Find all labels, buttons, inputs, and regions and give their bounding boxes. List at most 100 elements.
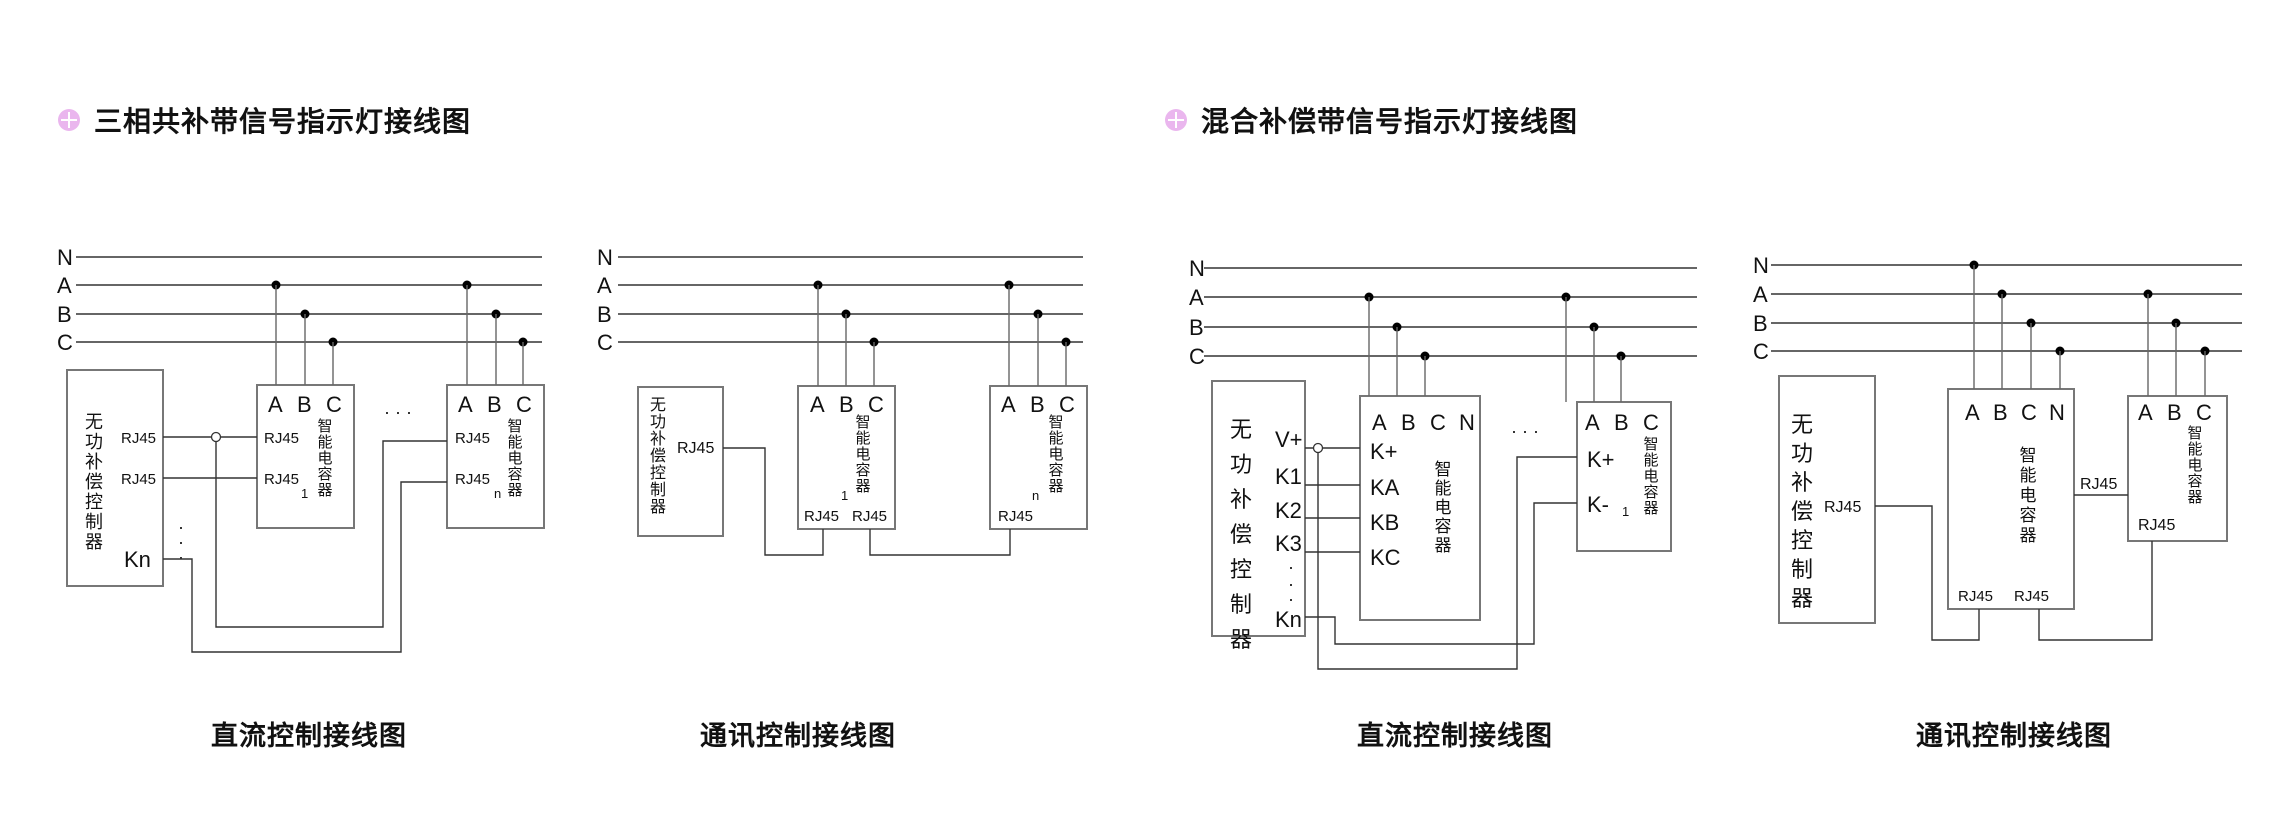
capacitor-phase-A: A xyxy=(1001,392,1016,417)
vertical-label-char: 控 xyxy=(1791,529,1813,554)
vertical-label-char: 控 xyxy=(85,492,103,513)
capacitor-phase-C: C xyxy=(2196,400,2212,425)
ellipsis-dot: · xyxy=(1288,574,1294,594)
plus-circle-bullet-icon xyxy=(58,109,80,131)
vertical-label-char: 智 xyxy=(317,417,332,435)
controller-port-rj45: RJ45 xyxy=(1824,499,1861,516)
vertical-label-char: 电 xyxy=(855,445,870,463)
rj45-wire xyxy=(2038,541,2153,641)
vertical-label-char: 容 xyxy=(2187,472,2202,490)
vertical-label-char: 电 xyxy=(507,449,522,467)
section-title-text: 混合补偿带信号指示灯接线图 xyxy=(1201,105,1579,138)
capacitor-port-rj45: RJ45 xyxy=(2014,588,2049,605)
crossover-node xyxy=(1312,442,1324,454)
vertical-label-char: 偿 xyxy=(1230,523,1252,548)
vertical-label-char: 智 xyxy=(1048,413,1063,431)
capacitor-phase-B: B xyxy=(1993,400,2008,425)
capacitor-index: 1 xyxy=(841,488,848,503)
capacitor-phase-B: B xyxy=(2167,400,2182,425)
rj45-wire xyxy=(1875,505,1980,641)
rj45-wire xyxy=(869,529,1011,556)
controller-port-k2: K2 xyxy=(1275,498,1302,523)
capacitor-1-box xyxy=(1359,395,1481,621)
controller-port-rj45: RJ45 xyxy=(121,430,156,447)
vertical-label-char: 功 xyxy=(85,432,103,453)
vertical-label-char: 无 xyxy=(85,412,103,433)
capacitor-port-rj45: RJ45 xyxy=(998,508,1033,525)
capacitor-port-KB: KB xyxy=(1370,510,1399,535)
bus-label-N: N xyxy=(597,245,613,270)
bus-label-N: N xyxy=(1189,256,1205,281)
vertical-label-char: 器 xyxy=(2187,488,2202,506)
caption-dc-control-1: 直流控制接线图 xyxy=(211,721,407,752)
vertical-label-char: 电 xyxy=(1643,467,1658,485)
vertical-label-char: 器 xyxy=(1791,587,1813,612)
section-title-three-phase: 三相共补带信号指示灯接线图 xyxy=(58,100,471,140)
bus-label-A: A xyxy=(1189,285,1204,310)
ellipsis-dot: · xyxy=(1288,589,1294,609)
controller-port-rj45: RJ45 xyxy=(677,440,714,457)
vertical-label-char: 能 xyxy=(855,429,870,447)
vertical-label-char: 容 xyxy=(507,465,522,483)
vertical-label-char: 无 xyxy=(1230,418,1252,443)
vertical-label-char: 器 xyxy=(1643,499,1658,517)
vertical-label-char: 器 xyxy=(1435,536,1452,556)
capacitor-phase-C: C xyxy=(868,392,884,417)
rj45-wire xyxy=(723,447,824,556)
vertical-label-char: 智 xyxy=(1435,460,1452,480)
vertical-label-char: 无 xyxy=(1791,413,1813,438)
ellipsis-dot: · xyxy=(178,517,184,537)
bus-label-C: C xyxy=(1753,339,1769,364)
capacitor-phase-B: B xyxy=(297,392,312,417)
controller-port-rj45: RJ45 xyxy=(121,471,156,488)
capacitor-phase-B: B xyxy=(1614,410,1629,435)
controller-box xyxy=(1211,380,1306,637)
vertical-label-char: 功 xyxy=(650,412,666,431)
bus-label-A: A xyxy=(57,273,72,298)
vertical-label-char: 容 xyxy=(2020,506,2037,526)
bus-label-C: C xyxy=(57,330,73,355)
capacitor-port-KA: KA xyxy=(1370,475,1400,500)
capacitor-phase-A: A xyxy=(1965,400,1980,425)
bus-label-C: C xyxy=(1189,344,1205,369)
capacitor-port-rj45: RJ45 xyxy=(804,508,839,525)
vertical-label-char: 控 xyxy=(1230,558,1252,583)
vertical-label-char: 功 xyxy=(1791,442,1813,467)
controller-port-vplus: V+ xyxy=(1275,427,1303,452)
capacitor-port-rj45: RJ45 xyxy=(1958,588,1993,605)
vertical-label-char: 能 xyxy=(2187,440,2202,458)
vertical-label-char: 智 xyxy=(1643,435,1658,453)
vertical-label-char: 补 xyxy=(85,452,103,473)
controller-box xyxy=(637,386,724,537)
capacitor-phase-N: N xyxy=(2049,400,2065,425)
capacitor-phase-A: A xyxy=(810,392,825,417)
kminus-wire xyxy=(1305,502,1577,645)
vertical-label-char: 智 xyxy=(507,417,522,435)
bus-label-B: B xyxy=(57,302,72,327)
vertical-label-char: 无 xyxy=(650,395,666,414)
capacitor-index: n xyxy=(494,486,501,501)
vertical-label-char: 电 xyxy=(1435,498,1452,518)
capacitor-phase-C: C xyxy=(326,392,342,417)
bus-label-N: N xyxy=(57,245,73,270)
plus-circle-bullet-icon xyxy=(1165,109,1187,131)
capacitor-index: n xyxy=(1032,488,1039,503)
capacitor-phase-B: B xyxy=(1401,410,1416,435)
vertical-label-char: 能 xyxy=(1643,451,1658,469)
section-title-mixed: 混合补偿带信号指示灯接线图 xyxy=(1165,100,1578,140)
vertical-label-char: 能 xyxy=(507,433,522,451)
between-ellipsis: · · · xyxy=(384,402,412,422)
vertical-label-char: 智 xyxy=(2020,446,2037,466)
vertical-label-char: 能 xyxy=(2020,466,2037,486)
rj45-daisy-wire xyxy=(215,440,447,628)
caption-comm-control-1: 通讯控制接线图 xyxy=(700,721,896,752)
controller-port-kn: Kn xyxy=(1275,607,1302,632)
